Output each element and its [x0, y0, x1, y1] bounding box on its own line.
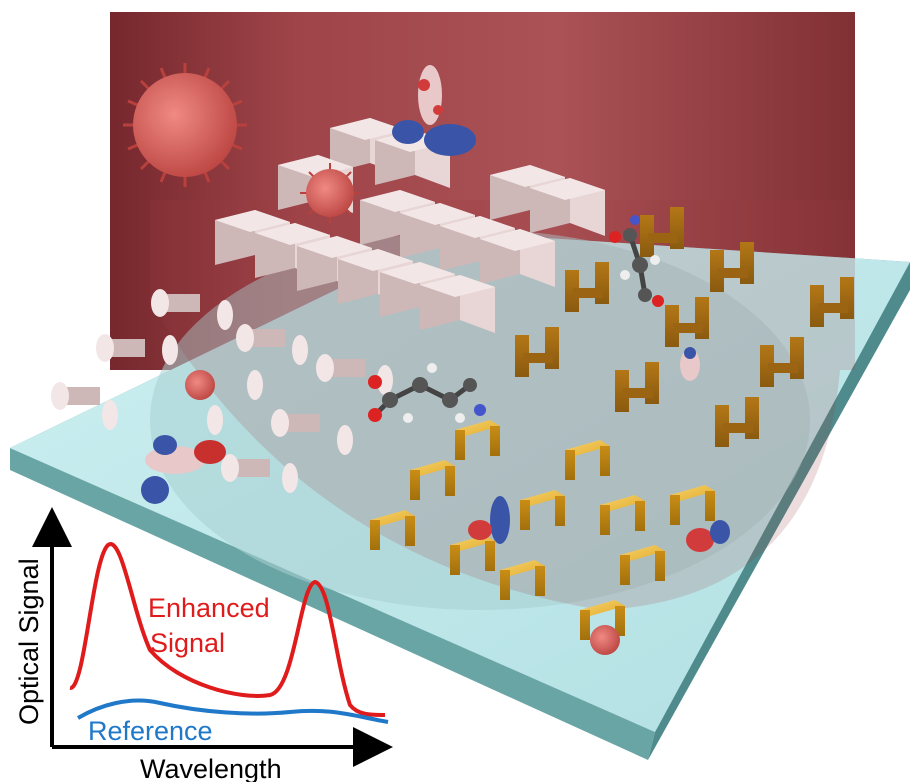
reference-label: Reference	[88, 716, 213, 746]
virus-icon	[185, 370, 215, 400]
block-row-1	[330, 118, 605, 236]
x-axis-label: Wavelength	[140, 754, 282, 782]
dielectric-block-array	[215, 118, 605, 333]
antibody-icon	[686, 520, 730, 552]
gold-nanostructure-array	[370, 420, 715, 640]
elliptical-disk-array	[51, 289, 393, 493]
enhanced-signal-curve	[69, 542, 386, 717]
substrate-side-front	[10, 448, 655, 760]
enhanced-label-line2: Signal	[150, 628, 225, 658]
antibody-icon	[141, 435, 226, 504]
virus-icon	[590, 625, 620, 655]
bronze-nanostructure-array	[515, 207, 854, 447]
spectrum-graph: Enhanced Signal Reference Wavelength Opt…	[14, 507, 393, 782]
y-axis-label: Optical Signal	[14, 558, 44, 725]
antibody-icon	[468, 496, 510, 544]
molecule-icon	[368, 363, 486, 423]
block-row-3	[215, 210, 495, 333]
virus-icon	[300, 163, 360, 223]
block-row-2	[278, 155, 555, 287]
reference-curve	[76, 698, 389, 724]
molecule-icon	[609, 215, 664, 307]
antibody-icon	[680, 347, 700, 381]
enhanced-label-line1: Enhanced	[148, 593, 270, 623]
virus-icon	[123, 63, 247, 187]
antibody-icon	[392, 65, 476, 156]
